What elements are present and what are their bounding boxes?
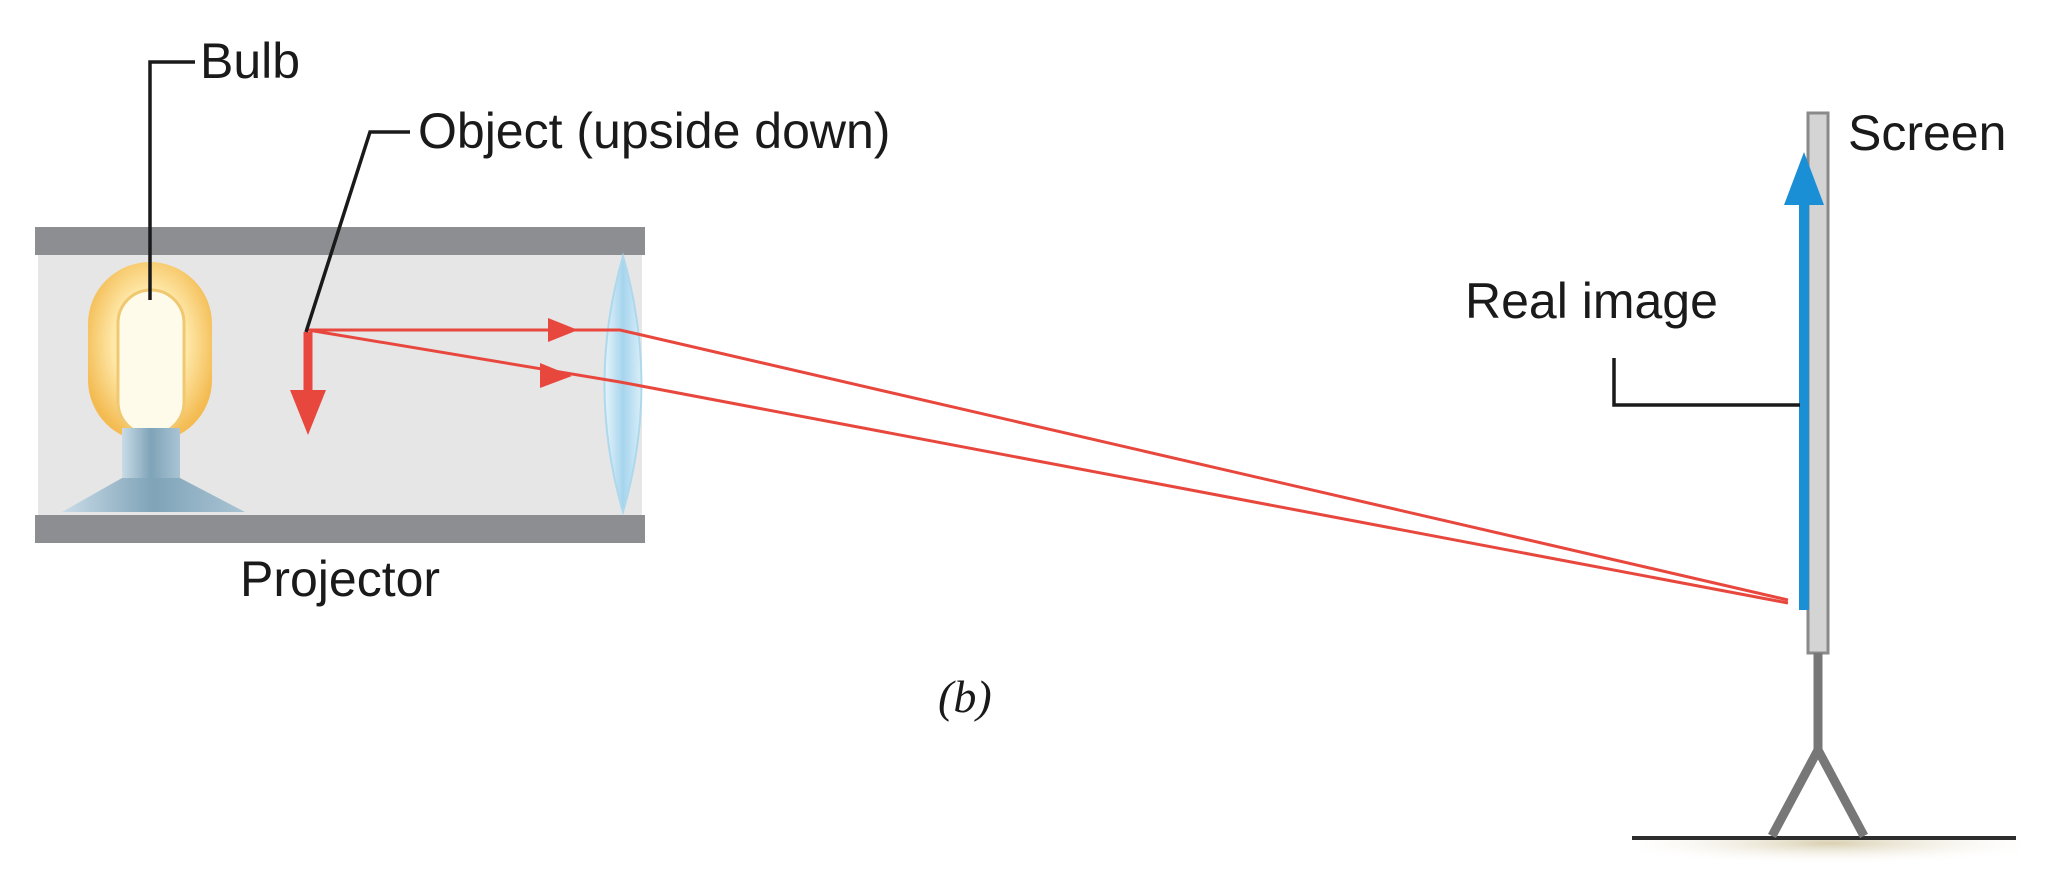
light-bulb-icon (62, 262, 245, 512)
projector-top-wall (35, 227, 645, 255)
figure-caption: (b) (938, 671, 992, 722)
ray-2-arrowhead (540, 363, 572, 388)
screen-label: Screen (1848, 105, 2006, 161)
object-arrow (290, 332, 326, 435)
real-image-label: Real image (1465, 273, 1718, 329)
object-leader-line (304, 130, 410, 333)
real-image-leader-line (1612, 358, 1800, 407)
ground-shadow (1640, 836, 2020, 872)
light-rays (307, 318, 1789, 605)
object-label: Object (upside down) (418, 103, 890, 159)
projection-screen-icon (1632, 111, 2020, 872)
bulb-label: Bulb (200, 33, 300, 89)
bulb-leader-line (148, 60, 195, 300)
ray-2 (307, 328, 1789, 605)
ray-1-arrowhead (548, 318, 578, 342)
projector-label: Projector (240, 551, 440, 607)
projector-bottom-wall (35, 515, 645, 543)
screen-tripod (1768, 747, 1868, 839)
real-image-arrow (1784, 152, 1824, 610)
ray-1 (308, 328, 1789, 602)
